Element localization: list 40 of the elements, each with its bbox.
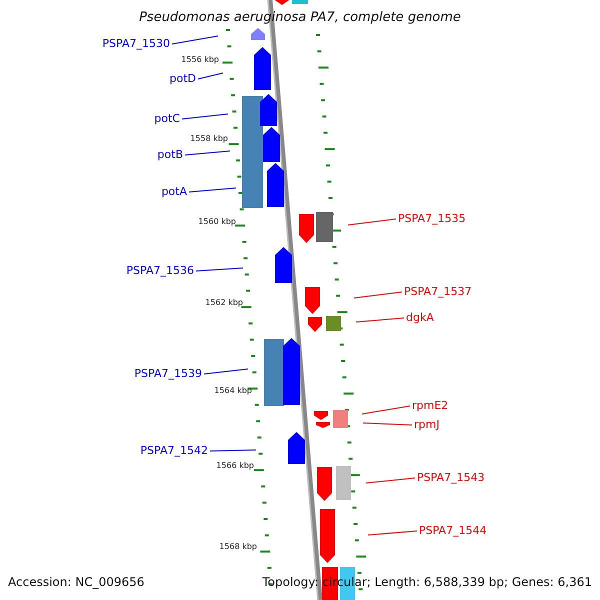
leader-line	[188, 188, 236, 192]
gene-label: PSPA7_1539	[134, 368, 202, 379]
position-tick-label: 1568 kbp	[219, 543, 257, 551]
position-tick-label: 1556 kbp	[181, 56, 219, 64]
gene-label: PSPA7_1530	[102, 38, 170, 49]
leader-line	[198, 72, 224, 80]
position-tick-label: 1564 kbp	[214, 387, 252, 395]
leader-line	[196, 268, 244, 272]
gene-label: potA	[161, 186, 187, 197]
position-tick-label: 1560 kbp	[198, 218, 236, 226]
leader-line	[354, 292, 402, 298]
gene-label: rpmE2	[412, 400, 448, 411]
gene-label: potB	[157, 149, 183, 160]
leader-line	[184, 150, 230, 156]
leader-line	[172, 36, 218, 44]
gene-label: potD	[170, 73, 196, 84]
position-tick-label: 1558 kbp	[190, 135, 228, 143]
gene-label: PSPA7_1535	[398, 213, 466, 224]
leader-line	[356, 318, 404, 322]
gene-label: PSPA7_1544	[419, 525, 487, 536]
gene-label: potC	[154, 113, 180, 124]
leader-line	[362, 406, 410, 414]
leader-line	[348, 218, 396, 226]
gene-label: PSPA7_1542	[140, 445, 208, 456]
map-title: Pseudomonas aeruginosa PA7, complete genome	[138, 11, 462, 24]
footer-text: Topology: circular; Length: 6,588,339 bp; Genes: 6,361	[262, 576, 592, 588]
gene-label: PSPA7_1536	[126, 265, 194, 276]
leader-line	[366, 478, 416, 484]
leader-line	[210, 450, 256, 452]
position-tick-label: 1566 kbp	[216, 462, 254, 470]
gene-label: dgkA	[406, 312, 434, 323]
leader-line	[362, 422, 412, 426]
leader-line	[368, 530, 418, 536]
footer-text: Accession: NC_009656	[8, 576, 144, 588]
position-tick-label: 1562 kbp	[205, 299, 243, 307]
gene-label: PSPA7_1543	[417, 472, 485, 483]
gene-label: rpmJ	[414, 419, 440, 430]
leader-line	[204, 368, 248, 374]
gene-label: PSPA7_1537	[404, 286, 472, 297]
leader-line	[182, 114, 228, 120]
